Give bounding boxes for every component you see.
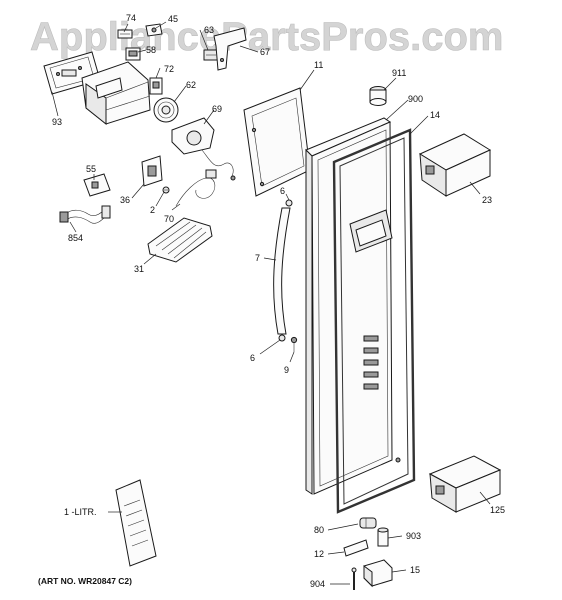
label-23: 23 [482, 195, 492, 205]
art-number: (ART NO. WR20847 C2) [38, 576, 132, 586]
part-72-switch [149, 77, 163, 95]
label-45: 45 [168, 14, 178, 24]
part-69-motor-bracket [171, 117, 236, 181]
label-93: 93 [52, 117, 62, 127]
part-36-switch [141, 155, 163, 187]
part-900-freezer-door [305, 117, 393, 495]
part-9-screw [290, 336, 298, 352]
callout-labels: 74 45 63 58 67 72 62 93 69 11 911 900 14… [52, 13, 505, 589]
part-854-wire-harness [59, 205, 111, 224]
part-door-liner [349, 209, 401, 463]
part-55-board [83, 173, 111, 197]
part-125-door-bin [428, 455, 502, 513]
part-2-screw [162, 186, 170, 194]
part-dispenser-housing [81, 61, 151, 126]
part-7-door-handle [273, 207, 291, 335]
label-55: 55 [86, 164, 96, 174]
label-903: 903 [406, 531, 421, 541]
label-12: 12 [314, 549, 324, 559]
part-1-literature-booklet [115, 479, 157, 567]
label-72: 72 [164, 64, 174, 74]
part-903-fitting [377, 527, 389, 547]
part-58-switch [125, 47, 141, 61]
watermark: AppliancePartsPros.com [30, 15, 504, 59]
part-15-hinge-block [363, 559, 393, 588]
leader-lines [51, 21, 491, 585]
label-900: 900 [408, 94, 423, 104]
part-62-ring [153, 97, 179, 123]
label-911: 911 [392, 68, 406, 78]
part-6-handle-screw-top [285, 199, 293, 207]
label-69: 69 [212, 104, 222, 114]
label-36: 36 [120, 195, 130, 205]
label-15: 15 [410, 565, 420, 575]
label-1-litr: 1 -LITR. [64, 507, 97, 517]
part-31-drip-grille [147, 217, 213, 263]
label-14: 14 [430, 110, 440, 120]
part-6-handle-screw-bottom [278, 334, 286, 342]
door-shelf-ribs [363, 335, 379, 390]
part-74-small-bracket [117, 29, 133, 39]
label-58: 58 [146, 45, 156, 55]
part-14-door-gasket [332, 128, 416, 514]
part-904-pin [351, 567, 357, 590]
label-125: 125 [490, 505, 505, 515]
label-67: 67 [260, 47, 270, 57]
label-63: 63 [204, 25, 214, 35]
label-70: 70 [164, 214, 174, 224]
label-904: 904 [310, 579, 325, 589]
part-63-actuator [203, 49, 219, 61]
label-31: 31 [134, 264, 144, 274]
part-70-heater-wire [175, 169, 217, 207]
label-11: 11 [314, 60, 323, 70]
part-12-clip [343, 539, 369, 557]
label-854: 854 [68, 233, 83, 243]
label-62: 62 [186, 80, 196, 90]
label-9: 9 [284, 365, 289, 375]
label-80: 80 [314, 525, 324, 535]
label-6-bottom: 6 [250, 353, 255, 363]
part-80-plug [359, 517, 377, 529]
label-74: 74 [126, 13, 136, 23]
part-11-access-panel [243, 87, 311, 197]
label-7: 7 [255, 253, 260, 263]
part-911-cap [369, 86, 387, 106]
part-23-door-bin [418, 133, 492, 197]
part-67-bracket [213, 27, 247, 71]
label-6-top: 6 [280, 186, 285, 196]
label-2: 2 [150, 205, 155, 215]
